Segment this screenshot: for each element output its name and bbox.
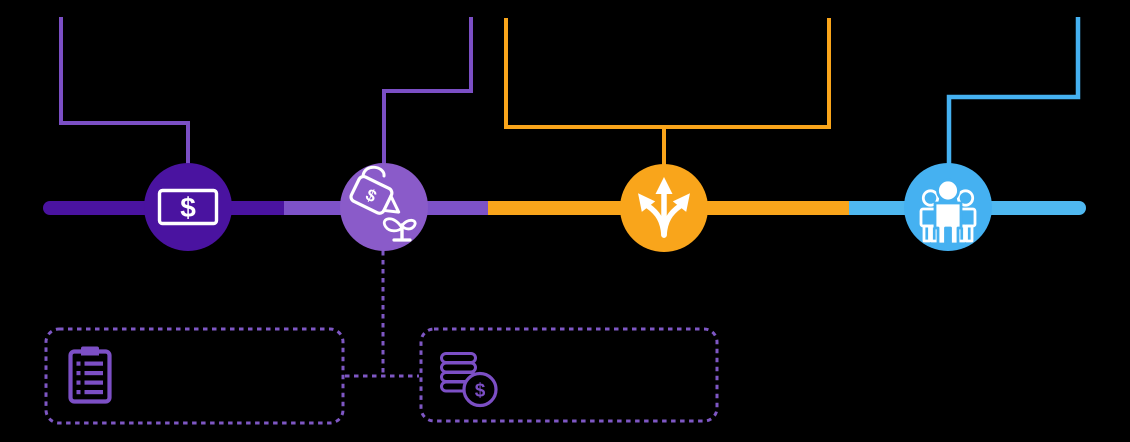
dashed-border: [419, 327, 719, 423]
callout-box-checklist: [44, 327, 345, 425]
dollar-symbol: $: [475, 381, 486, 402]
timeline-node-1: $: [144, 163, 232, 251]
dashed-border: [44, 327, 345, 425]
dollar-bill-icon: $: [157, 188, 219, 226]
timeline-node-2: $: [340, 163, 428, 251]
coins-dollar-icon: $: [440, 352, 498, 408]
three-way-arrows-icon: [638, 177, 690, 238]
clipboard-checklist-icon: [68, 346, 112, 404]
people-group-icon: [919, 178, 977, 246]
callout-box-coins: $: [419, 327, 719, 423]
connector-elbow-node4: [946, 17, 1081, 172]
timeline-node-4: [904, 163, 992, 251]
dollar-symbol: $: [363, 185, 380, 206]
dollar-symbol: $: [180, 192, 196, 223]
timeline-node-3: [620, 164, 708, 252]
watering-can-money-plant-icon: $: [349, 165, 417, 242]
connector-elbow-node2: [382, 17, 473, 172]
connector-bracket-node3: [504, 18, 831, 172]
connector-elbow-node1: [59, 17, 190, 172]
